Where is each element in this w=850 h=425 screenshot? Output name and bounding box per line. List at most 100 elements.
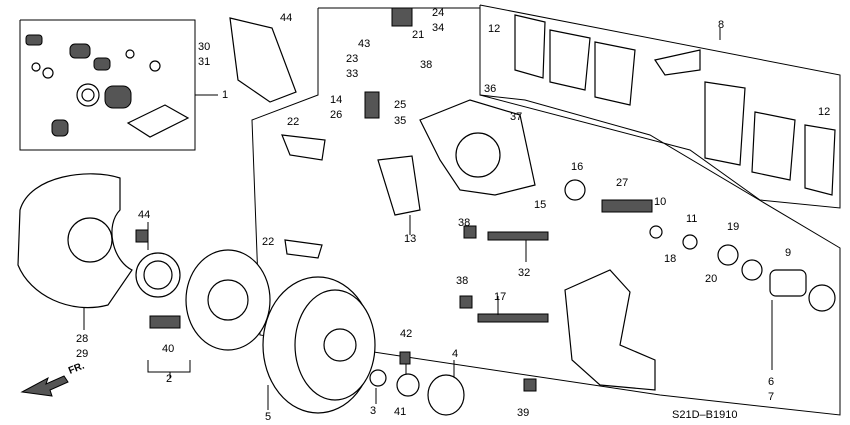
callout-40: 40	[162, 343, 174, 355]
pad-shim-part	[514, 14, 546, 79]
callout-25: 25	[394, 99, 406, 111]
bolt-part	[463, 225, 477, 239]
callout-1: 1	[222, 89, 228, 101]
bolt-part	[459, 295, 473, 309]
callout-39: 39	[517, 407, 529, 419]
callout-38a: 38	[420, 59, 432, 71]
guide-pin-part	[487, 231, 549, 241]
callout-3: 3	[370, 405, 376, 417]
callout-15: 15	[534, 199, 546, 211]
hub-bolt-part	[149, 315, 181, 329]
cover-part	[229, 17, 297, 103]
callout-2: 2	[166, 373, 172, 385]
retainer-clip-part	[377, 155, 421, 216]
brake-pad-part	[704, 81, 746, 166]
callout-19: 19	[727, 221, 739, 233]
callout-29: 29	[76, 348, 88, 360]
callout-9: 9	[785, 247, 791, 259]
caliper-bracket-part	[564, 269, 656, 391]
callout-12b: 12	[818, 106, 830, 118]
callout-36: 36	[484, 83, 496, 95]
diagram-code: S21D–B1910	[672, 409, 737, 421]
group-outlines	[19, 4, 841, 416]
callout-26: 26	[330, 109, 342, 121]
front-arrow-icon	[20, 375, 69, 397]
brake-pad-part	[549, 29, 591, 91]
callout-labels: 1 2 3 4 5 6 7 8 9 10 11 12 12 13 14 15 1…	[76, 7, 830, 423]
callout-14: 14	[330, 94, 342, 106]
callout-18: 18	[664, 253, 676, 265]
hub-bolt-bracket	[147, 360, 191, 373]
callout-13: 13	[404, 233, 416, 245]
ring-part	[149, 60, 161, 72]
callout-23: 23	[346, 53, 358, 65]
boot-part	[25, 34, 43, 46]
callout-16: 16	[571, 161, 583, 173]
washer-part	[369, 369, 387, 387]
callout-6: 6	[768, 376, 774, 388]
brake-pad-part	[751, 111, 796, 181]
ring-part	[31, 62, 41, 72]
callout-10: 10	[654, 196, 666, 208]
boot-part	[93, 57, 111, 71]
ring-part	[42, 67, 54, 79]
callout-21: 21	[412, 29, 424, 41]
callout-22b: 22	[262, 236, 274, 248]
parts	[17, 7, 836, 416]
callout-41: 41	[394, 406, 406, 418]
callout-8: 8	[718, 19, 724, 31]
cap-part	[427, 374, 465, 416]
pad-clip-part	[284, 239, 323, 259]
pad-set-outline	[479, 4, 841, 209]
callout-28: 28	[76, 333, 88, 345]
callout-24: 24	[432, 7, 444, 19]
adjuster-spindle-part	[601, 199, 653, 213]
callout-22a: 22	[287, 116, 299, 128]
callout-20: 20	[705, 273, 717, 285]
brake-pad-part	[594, 41, 636, 106]
callout-31: 31	[198, 56, 210, 68]
piston-boot-part	[808, 284, 836, 312]
callout-44b: 44	[138, 209, 150, 221]
callout-17: 17	[494, 291, 506, 303]
leader-lines	[83, 28, 773, 410]
bolt-part	[523, 378, 537, 392]
boot-part	[69, 43, 91, 59]
piston-boot-part	[104, 85, 132, 109]
pad-clip-part	[281, 134, 326, 161]
seal-kit-parts	[25, 34, 190, 138]
callout-34: 34	[432, 22, 444, 34]
callout-32: 32	[518, 267, 530, 279]
adjuster-part	[564, 179, 586, 201]
guide-pin-part	[477, 313, 549, 323]
callout-35: 35	[394, 115, 406, 127]
front-direction-label: FR.	[67, 360, 86, 376]
shim-packet-part	[126, 104, 190, 138]
callout-38c: 38	[456, 275, 468, 287]
seal-kit-box	[19, 19, 196, 151]
callout-44a: 44	[280, 12, 292, 24]
boot-part	[51, 119, 69, 137]
callout-43: 43	[358, 38, 370, 50]
callout-37: 37	[510, 111, 522, 123]
callout-33: 33	[346, 68, 358, 80]
piston-part	[769, 269, 807, 297]
callout-42: 42	[400, 328, 412, 340]
callout-11: 11	[686, 213, 697, 225]
screw-part	[399, 351, 411, 365]
callout-12a: 12	[488, 23, 500, 35]
callout-38b: 38	[458, 217, 470, 229]
bolt-part	[135, 229, 149, 243]
callout-27: 27	[616, 177, 628, 189]
ring-part	[125, 49, 135, 59]
pad-grease-part	[654, 49, 701, 76]
pad-shim-part	[804, 124, 836, 196]
nut-part	[396, 373, 420, 397]
callout-5: 5	[265, 411, 271, 423]
callout-7: 7	[768, 391, 774, 403]
callout-30: 30	[198, 41, 210, 53]
callout-4: 4	[452, 348, 458, 360]
spring-part	[391, 7, 413, 27]
link-part	[364, 91, 380, 119]
